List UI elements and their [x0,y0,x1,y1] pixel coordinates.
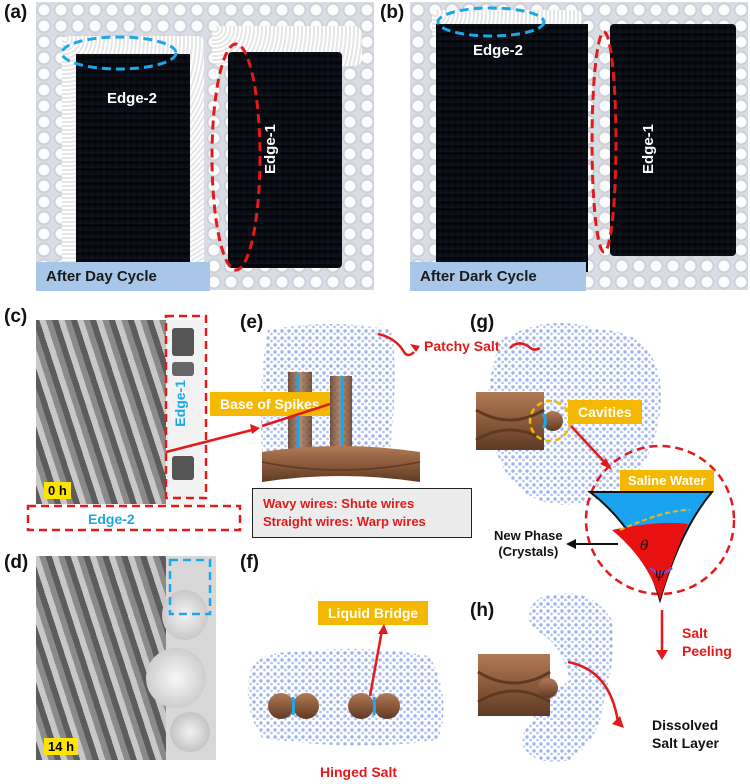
panel-label-a: (a) [4,2,28,23]
psi-symbol: ψ [654,566,665,582]
mesh-sample-left [76,54,190,284]
panel-label-d: (d) [4,552,29,573]
mesh-sample-right-dark [610,24,736,256]
patchy-salt-label: Patchy Salt [424,338,500,354]
time-tag-14h: 14 h [44,738,79,755]
time-tag-0h: 0 h [44,482,71,499]
edge-2-label-b: Edge-2 [473,42,524,59]
dissolved-line2: Salt Layer [652,735,719,751]
dissolved-line1: Dissolved [652,717,719,733]
wire-legend: Wavy wires: Shute wires Straight wires: … [252,488,472,538]
base-of-spikes-tag: Base of Spikes [210,392,330,416]
panel-label-h: (h) [470,600,495,621]
panel-d-edge-mark [168,558,212,616]
wire-end [172,328,194,356]
panel-c-edge-marks [26,314,242,532]
panel-label-c: (c) [4,306,28,327]
salt-crystal [170,712,210,752]
saline-water-tag: Saline Water [620,470,714,491]
panel-label-g: (g) [470,312,495,333]
liquid-bridge-tag: Liquid Bridge [318,601,429,625]
cavities-tag: Cavities [568,400,642,424]
panel-label-f: (f) [240,552,259,573]
panel-label-b: (b) [380,2,405,23]
hinged-salt-label: Hinged Salt [320,764,398,780]
panel-a-edge-marks [60,35,262,272]
panel-label-e: (e) [240,312,264,333]
salt-peeling-line1: Salt [682,625,708,641]
mesh-sample-left-dark [436,24,588,272]
sem-edge-strip [166,320,204,504]
dissolved-salt-label: Dissolved Salt Layer [652,716,719,752]
theta-symbol: θ [640,538,649,554]
photo-after-day-cycle [36,2,374,290]
wire-end [172,456,194,480]
new-phase-line2: (Crystals) [498,544,559,559]
legend-wavy-wires: Wavy wires: Shute wires [263,496,415,511]
caption-after-day-cycle: After Day Cycle [36,262,210,291]
edge-2-label-a: Edge-2 [107,90,158,107]
caption-after-dark-cycle: After Dark Cycle [410,262,586,291]
edge-2-label-c: Edge-2 [88,511,135,527]
mesh-sample-right [228,52,342,268]
wire-end [172,362,194,376]
photo-after-dark-cycle [410,2,748,290]
sem-image-14h [36,556,216,760]
new-phase-label: New Phase (Crystals) [494,528,563,560]
new-phase-line1: New Phase [494,528,563,543]
sem-image-0h [36,320,166,504]
panel-b-edge-marks [436,6,618,254]
legend-straight-wires: Straight wires: Warp wires [263,514,426,529]
salt-peeling-label: Salt Peeling [682,624,732,660]
salt-crystal [146,648,206,708]
salt-peeling-line2: Peeling [682,643,732,659]
